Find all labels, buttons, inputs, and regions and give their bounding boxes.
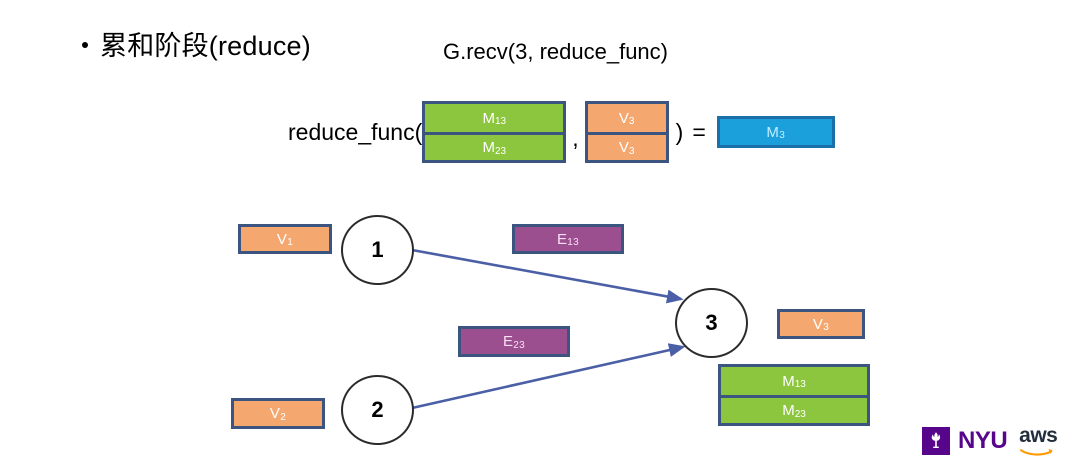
graph-node-3[interactable]: 3 xyxy=(675,288,748,358)
aws-wordmark: aws xyxy=(1019,424,1058,447)
edge-feature-label-e23: E xyxy=(502,333,514,350)
formula-equals: = xyxy=(692,118,706,145)
formula-paren-close: ) xyxy=(675,118,684,145)
nyu-wordmark: NYU xyxy=(958,427,1008,454)
graph-node-1[interactable]: 1 xyxy=(341,215,414,285)
aws-swoosh-icon xyxy=(1020,448,1053,456)
formula-func-open: reduce_func( xyxy=(288,118,423,145)
formula-result-label: M xyxy=(766,123,780,141)
formula-arg1-bottom-label: M xyxy=(482,139,495,156)
aws-logo: aws xyxy=(1019,424,1058,457)
bullet-dot-icon xyxy=(82,42,88,48)
logo-group: NYU aws xyxy=(922,424,1058,457)
edge-feature-label-e13: E xyxy=(556,230,568,248)
formula-arg2-top-label: V xyxy=(618,109,629,127)
node-feature-label-v1: V xyxy=(276,230,288,248)
graph-node-2[interactable]: 2 xyxy=(341,375,414,445)
heading-bullet-text: 累和阶段(reduce) xyxy=(100,31,311,61)
mailbox-label-m23: M xyxy=(782,402,795,419)
node-feature-label-v3: V xyxy=(812,315,824,333)
nyu-torch-icon xyxy=(922,427,950,455)
formula-comma: , xyxy=(572,124,579,151)
formula-arg2-bottom-label: V xyxy=(618,139,629,156)
formula-arg1-top-label: M xyxy=(482,109,495,127)
heading-bullet-row: 累和阶段(reduce) xyxy=(82,33,311,60)
node-feature-label-v2: V xyxy=(269,405,281,422)
api-call-text: G.recv(3, reduce_func) xyxy=(443,39,668,64)
mailbox-label-m13: M xyxy=(782,372,795,390)
edge-1-to-3 xyxy=(411,248,684,304)
